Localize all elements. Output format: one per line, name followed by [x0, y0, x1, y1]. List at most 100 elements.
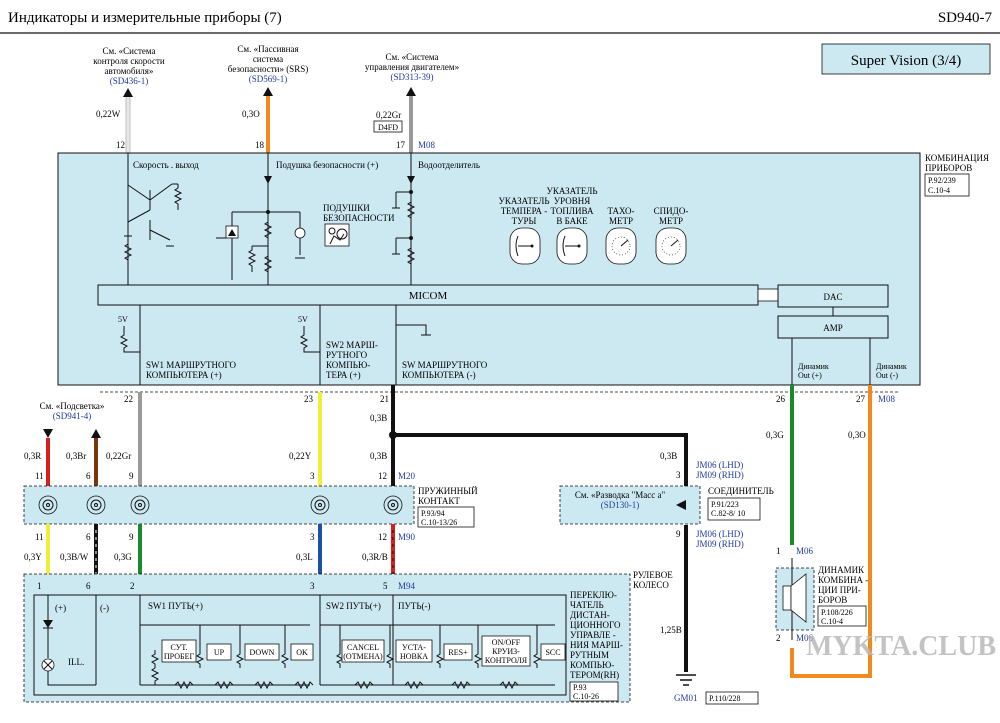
ill-label: ILL. [68, 657, 84, 667]
cancel-label-l1: CANCEL [347, 643, 379, 652]
sel-ref-l1: P.93 [573, 683, 587, 692]
sw2-cluster-l3: КОМПЬЮ- [326, 360, 370, 370]
cruise-onoff-button[interactable] [481, 635, 531, 667]
gauge-temperature: УКАЗАТЕЛЬ ТЕМПЕРА - ТУРЫ [498, 196, 550, 265]
trip-button[interactable] [161, 639, 197, 663]
wire-label-o: 0,3O [242, 109, 260, 119]
sw2-path-plus: SW2 ПУТЬ(+) [326, 601, 381, 611]
ref-srs-l1: См. «Пассивная [237, 44, 298, 54]
connector-ref-l1: P.91/223 [711, 500, 739, 509]
jm09-rhd-top: JM09 (RHD) [696, 470, 744, 480]
ref-speed-code[interactable]: (SD436-1) [110, 76, 149, 86]
cluster-name-l2: ПРИБОРОВ [925, 163, 972, 173]
pin-17-top: 17 [396, 140, 406, 150]
down-label: DOWN [250, 648, 275, 657]
spring-pin-11-top: 11 [35, 471, 44, 481]
set-button[interactable] [395, 639, 433, 663]
ground-code: GM01 [674, 693, 698, 703]
up-button[interactable] [206, 643, 232, 661]
ref-backlight-l1: См. «Подсветка» [40, 401, 105, 411]
res-plus-button[interactable] [443, 643, 473, 661]
ref-speed-l3: автомобиля» [105, 66, 154, 76]
micom-label: MICOM [409, 290, 448, 302]
wire-label-bw: 0,3B/W [60, 552, 89, 562]
trip-label-l1: СУТ. [171, 643, 188, 652]
ref-srs-code[interactable]: (SD569-1) [249, 74, 288, 84]
amp-label: AMP [823, 323, 843, 333]
path-minus: ПУТЬ(-) [398, 601, 431, 611]
speaker-pin-2: 2 [776, 633, 781, 643]
wheel-label-l1: РУЛЕВОЕ [633, 570, 673, 580]
cancel-button[interactable] [341, 639, 385, 663]
pin-26: 26 [776, 394, 786, 404]
water-separator-circuit [392, 176, 416, 270]
arrow-up-brown [91, 429, 101, 438]
up-label: UP [214, 648, 225, 657]
wire-black-ground-branch [393, 433, 688, 486]
ref-engine-code[interactable]: (SD313-39) [391, 72, 434, 82]
ok-button[interactable] [290, 643, 314, 661]
speaker-l3: ЦИИ ПРИ- [818, 585, 861, 595]
sw-pin-6: 6 [86, 581, 91, 591]
down-button[interactable] [244, 643, 280, 661]
ref-backlight-code[interactable]: (SD941-4) [53, 411, 92, 421]
spring-pin-6-bot: 6 [86, 532, 91, 542]
speed-output-transistor [123, 183, 183, 266]
cluster-ref-l1: P.92/239 [928, 176, 956, 185]
pin-21: 21 [380, 394, 389, 404]
sw-minus-cluster-l1: SW МАРШРУТНОГО [402, 360, 488, 370]
pin-23: 23 [304, 394, 314, 404]
sw1-cluster-l2: КОМПЬЮТЕРА (+) [146, 370, 222, 380]
spring-pin-6-top: 6 [86, 471, 91, 481]
pin-12-top: 12 [116, 140, 125, 150]
ref-srs-l3: безопасности» (SRS) [228, 64, 308, 74]
scc-button[interactable] [540, 643, 566, 661]
spring-pin-12-bot: 12 [378, 532, 387, 542]
label-airbag-plus: Подушка безопасности (+) [276, 160, 378, 170]
pin-18-top: 18 [255, 140, 265, 150]
gauge-tachometer: ТАХО- МЕТР [605, 206, 637, 265]
sel-l6: НИЯ МАРШ- [570, 640, 623, 650]
spring-pin-3-top: 3 [310, 471, 315, 481]
sw1-path-plus: SW1 ПУТЬ(+) [148, 601, 203, 611]
spring-ref-l1: P.93/94 [421, 509, 445, 518]
spring-contact-l2: КОНТАКТ [418, 496, 460, 506]
pin-22: 22 [124, 394, 133, 404]
conn-m08-top: M08 [418, 140, 436, 150]
gauge-temp-l1: УКАЗАТЕЛЬ [498, 196, 549, 206]
speaker-pin-1: 1 [776, 546, 781, 556]
spring-contact-l1: ПРУЖИННЫЙ [418, 486, 478, 496]
speaker-l4: БОРОВ [818, 595, 847, 605]
cruise-label-l1: ON/OFF [492, 638, 521, 647]
sw1-button-ladder [140, 624, 314, 690]
ref-ground-l1: См. «Разводка "Масс а" [575, 490, 666, 500]
gauge-tacho-l1: ТАХО- [607, 206, 634, 216]
ground-symbol-icon [676, 674, 696, 686]
spk-out-plus-l1: Динамик [798, 362, 829, 371]
wire-label-b-1: 0,3B [370, 413, 387, 423]
sw-pin-1: 1 [37, 581, 42, 591]
wire-label-br: 0,3Br [66, 451, 86, 461]
spring-contact-coils [38, 495, 403, 515]
conn-m08-mid: M08 [878, 394, 896, 404]
spring-contact-box [23, 485, 415, 525]
gauge-fuel-l1: УКАЗАТЕЛЬ [546, 186, 597, 196]
gauge-fuel-l2: УРОВНЯ [554, 196, 591, 206]
speaker-m06-bot: M06 [796, 633, 814, 643]
ill-plus-label: (+) [55, 603, 66, 613]
sw2-cluster-l2: РУТНОГО [326, 350, 368, 360]
label-water-separator: Водоотделитель [418, 160, 480, 170]
sw2-cluster-l4: ТЕРА (+) [326, 370, 361, 380]
ref-ground-code[interactable]: (SD130-1) [601, 500, 640, 510]
ref-engine: См. «Система управления двигателем» (SD3… [365, 52, 459, 82]
pin-27: 27 [856, 394, 866, 404]
speaker-m06-top: M06 [796, 546, 814, 556]
spring-pin-9-top: 9 [129, 471, 134, 481]
arrow-up-3 [406, 87, 416, 96]
cruise-label-l3: КОНТРОЛЯ [485, 656, 528, 665]
wire-label-g-lower: 0,3G [114, 552, 132, 562]
jm06-lhd-top: JM06 (LHD) [696, 460, 743, 470]
gauge-temp-l3: ТУРЫ [512, 216, 537, 226]
cancel-label-l2: (ОТМЕНА) [343, 652, 383, 661]
